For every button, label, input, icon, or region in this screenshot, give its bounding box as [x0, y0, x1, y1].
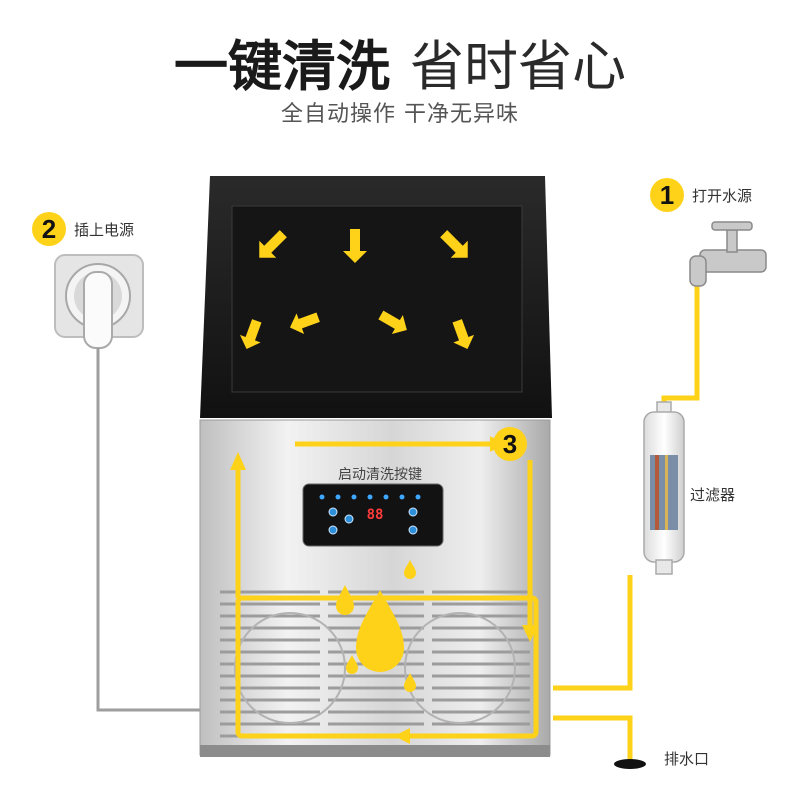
filter-callout: 过滤器 [690, 484, 735, 505]
water-drop-icon [336, 560, 416, 692]
lid-flow-arrows [239, 229, 475, 350]
arrow-icon [289, 312, 320, 335]
water-filter [643, 401, 685, 575]
arrow-icon [452, 319, 475, 350]
cleaning-loop [235, 441, 539, 739]
drain-label: 排水口 [664, 750, 710, 768]
title-light: 省时省心 [410, 35, 626, 98]
fan-outlines [234, 612, 516, 724]
title-bold: 一键清洗 [174, 35, 390, 98]
drain-hole [614, 759, 646, 769]
step-1-callout: 1 打开水源 [650, 178, 752, 212]
page-subtitle: 全自动操作 干净无异味 [281, 102, 519, 127]
arrow-icon [259, 230, 287, 258]
power-cable [96, 348, 200, 712]
step-badge: 2 [32, 212, 66, 246]
filter-label: 过滤器 [690, 486, 736, 504]
panel-buttons [328, 507, 418, 535]
arrow-icon [343, 229, 367, 263]
drain-callout: 排水口 [664, 748, 709, 769]
drain-line [553, 715, 633, 760]
clean-button-label: 启动清洗按键 [338, 467, 422, 483]
ice-machine [199, 176, 552, 757]
step-label: 插上电源 [74, 220, 135, 239]
led-display: 88 [366, 507, 384, 523]
power-socket-icon [54, 254, 144, 349]
step-badge: 1 [650, 178, 684, 212]
arrow-icon [239, 319, 262, 350]
panel-leds [319, 494, 421, 500]
arrow-icon [378, 310, 407, 335]
page-title: 一键清洗省时省心 [0, 22, 800, 101]
step-3-callout: 3 [493, 427, 527, 461]
step-badge: 3 [493, 427, 527, 461]
step-2-callout: 2 插上电源 [32, 212, 134, 246]
arrow-icon [440, 230, 468, 258]
faucet-icon [689, 221, 767, 287]
lid-panel [231, 205, 523, 393]
step-label: 打开水源 [692, 186, 753, 205]
